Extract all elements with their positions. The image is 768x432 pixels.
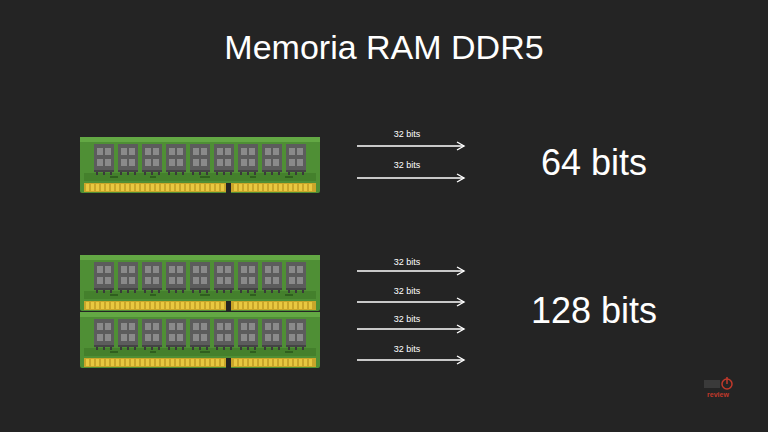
total-width-label: 64 bits [484, 141, 704, 184]
ram-module [80, 312, 320, 368]
ram-module [80, 255, 320, 311]
bus-width-label: 32 bits [357, 257, 457, 268]
bus-width-label: 32 bits [357, 160, 457, 171]
watermark-logo [704, 377, 732, 389]
ram-module [80, 137, 320, 193]
diagram-title: Memoria RAM DDR5 [84, 27, 684, 68]
bus-width-label: 32 bits [357, 344, 457, 355]
data-arrow [357, 359, 464, 361]
watermark-text: review [688, 391, 748, 399]
data-arrow [357, 145, 464, 147]
data-arrow [357, 328, 464, 330]
data-arrow [357, 301, 464, 303]
bus-width-label: 32 bits [357, 286, 457, 297]
data-arrow [357, 177, 464, 179]
bus-width-label: 32 bits [357, 129, 457, 140]
total-width-label: 128 bits [484, 289, 704, 332]
bus-width-label: 32 bits [357, 314, 457, 325]
data-arrow [357, 270, 464, 272]
